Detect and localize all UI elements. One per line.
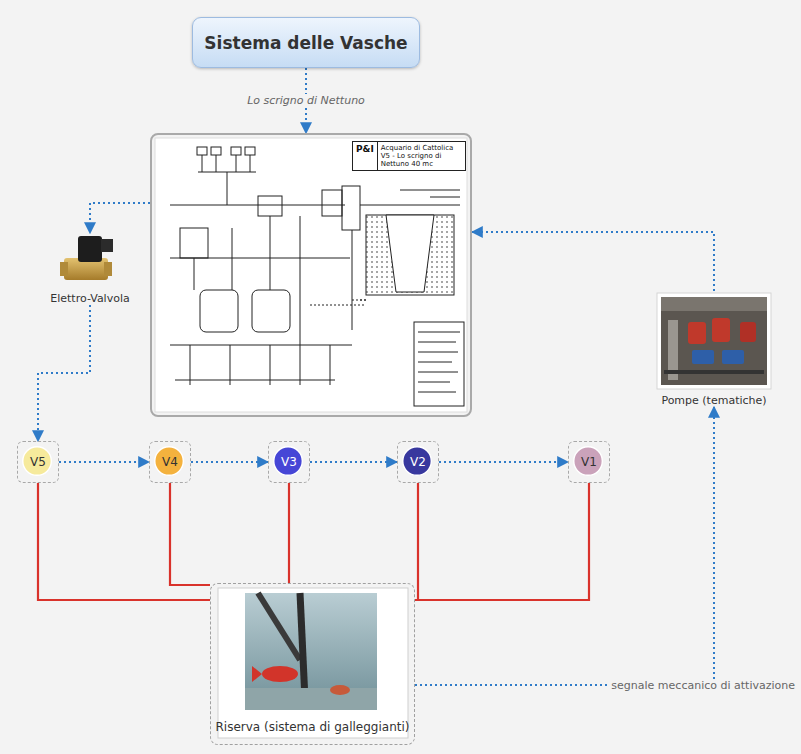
pid-schematic	[200, 290, 238, 332]
reserve-photo	[245, 593, 377, 710]
pump-photo	[661, 297, 767, 385]
pid-schematic	[342, 186, 360, 230]
pipe-line	[288, 483, 290, 583]
pipe-line	[415, 483, 418, 600]
node-label: Sistema delle Vasche	[204, 33, 407, 53]
pid-drawing: P&IAcquario di Cattolica V5 - Lo scrigno…	[150, 133, 472, 417]
pid-schematic	[231, 147, 241, 155]
node-label: V3	[281, 455, 297, 469]
valve-picture	[60, 236, 113, 280]
tank-node: V5	[17, 441, 59, 483]
edge-label: segnale meccanico di attivazione	[608, 679, 798, 692]
pump-photo	[740, 322, 756, 342]
flow-arrow	[38, 305, 90, 441]
pump-photo	[712, 318, 730, 342]
tank-circle	[574, 447, 603, 476]
reserve-photo	[330, 685, 350, 695]
node-label: V1	[581, 455, 597, 469]
reserve-photo	[218, 588, 408, 738]
pid-schematic	[245, 147, 255, 155]
pid-schematic	[366, 215, 454, 295]
pipe-line	[38, 483, 210, 600]
node-label: Riserva (sistema di galleggianti)	[211, 720, 414, 734]
tank-circle	[403, 447, 432, 476]
pump-photo	[722, 350, 744, 364]
tank-circle	[155, 447, 184, 476]
pump-box: Pompe (tematiche)	[655, 291, 773, 407]
pid-schematic	[258, 196, 282, 216]
pid-schematic	[418, 332, 460, 392]
pid-schematic	[211, 147, 221, 155]
tank-node: V4	[149, 441, 191, 483]
pipe-line	[415, 483, 589, 600]
node-label: Elettro-Valvola	[46, 292, 134, 305]
valve-picture	[60, 262, 68, 276]
pump-photo	[664, 370, 764, 374]
pump-photo	[661, 297, 767, 311]
pid-schematic	[310, 300, 366, 305]
pump-photo	[657, 293, 771, 389]
pid-schematic	[170, 216, 352, 345]
node-label: V5	[30, 455, 46, 469]
node-label: Pompe (tematiche)	[655, 394, 773, 407]
flow-arrow	[59, 461, 149, 463]
reserve-photo	[300, 593, 305, 700]
pid-schematic	[197, 147, 207, 155]
node-label: P&I	[353, 142, 378, 170]
valve-picture	[78, 236, 102, 262]
pipe-line	[170, 483, 210, 585]
tank-node: V2	[397, 441, 439, 483]
flow-arrow	[310, 461, 397, 463]
tank-circle	[23, 447, 52, 476]
reserve-photo	[245, 688, 377, 710]
pid-schematic	[170, 190, 460, 205]
flow-arrow	[191, 461, 268, 463]
flow-arrow	[90, 203, 150, 233]
reserve-photo	[258, 593, 300, 660]
pump-photo	[688, 322, 706, 344]
node-label: Acquario di Cattolica V5 - Lo scrigno di…	[378, 142, 465, 170]
pid-schematic	[170, 345, 352, 385]
tank-circle	[274, 447, 303, 476]
pid-schematic	[414, 322, 464, 406]
tank-node: V3	[268, 441, 310, 483]
valve-picture	[101, 239, 113, 252]
pid-schematic	[252, 290, 290, 332]
flow-arrow	[415, 407, 714, 685]
node-label: V4	[162, 455, 178, 469]
flow-arrow	[472, 232, 714, 291]
pid-schematic	[198, 155, 256, 205]
flow-arrow	[439, 461, 568, 463]
reserve-box: Riserva (sistema di galleggianti)	[210, 583, 415, 745]
pump-photo	[692, 350, 714, 364]
node-label: V2	[410, 455, 426, 469]
title-box: Sistema delle Vasche	[192, 17, 420, 68]
pid-schematic	[180, 228, 208, 258]
reserve-photo	[218, 588, 408, 738]
valve-box: Elettro-Valvola	[46, 233, 134, 305]
pid-schematic	[155, 138, 467, 412]
reserve-photo	[252, 666, 262, 682]
reserve-photo	[262, 666, 298, 682]
tank-node: V1	[568, 441, 610, 483]
title-block: P&IAcquario di Cattolica V5 - Lo scrigno…	[352, 141, 466, 171]
edge-label: Lo scrigno di Nettuno	[244, 94, 368, 107]
pid-schematic	[322, 190, 342, 216]
pid-schematic	[386, 215, 434, 292]
pid-schematic	[155, 138, 467, 412]
pump-photo	[657, 293, 771, 389]
valve-picture	[104, 262, 112, 276]
